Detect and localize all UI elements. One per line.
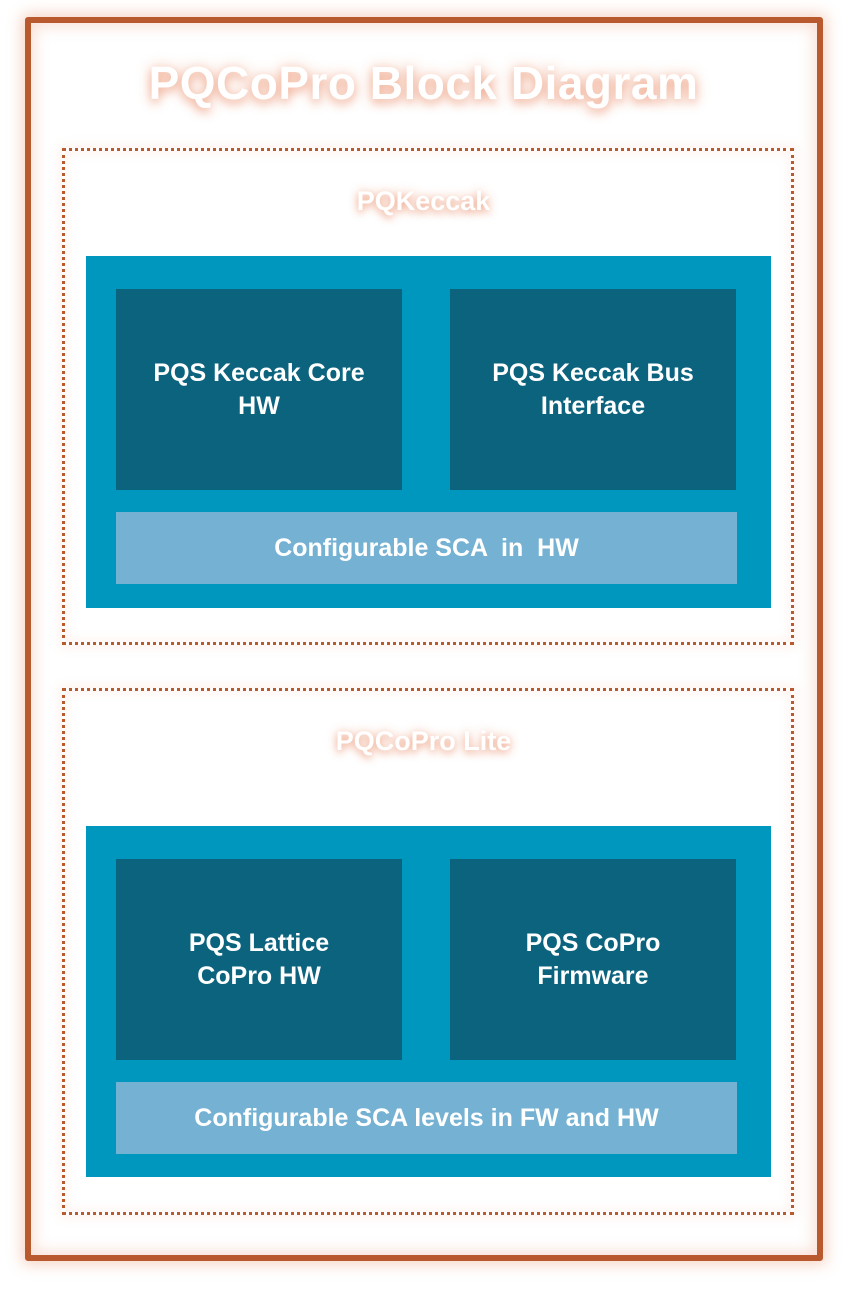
diagram-title: PQCoPro Block Diagram (148, 57, 699, 109)
section-label-pqcopro-lite: PQCoPro Lite (335, 726, 512, 756)
section-label-pqkeccak: PQKeccak (356, 186, 491, 216)
bar-configurable-sca-fw-hw: Configurable SCA levels in FW and HW (116, 1082, 737, 1154)
block-copro-firmware: PQS CoPro Firmware (450, 859, 736, 1060)
section-pqkeccak (62, 148, 794, 645)
pqkeccak-container: PQS Keccak Core HW PQS Keccak Bus Interf… (86, 256, 771, 608)
block-keccak-core-hw: PQS Keccak Core HW (116, 289, 402, 490)
block-lattice-copro-hw: PQS Lattice CoPro HW (116, 859, 402, 1060)
outer-frame (25, 17, 823, 1261)
pqcopro-lite-container: PQS Lattice CoPro HW PQS CoPro Firmware … (86, 826, 771, 1177)
block-keccak-bus-interface: PQS Keccak Bus Interface (450, 289, 736, 490)
section-pqcopro-lite (62, 688, 794, 1215)
bar-configurable-sca-hw: Configurable SCA in HW (116, 512, 737, 584)
